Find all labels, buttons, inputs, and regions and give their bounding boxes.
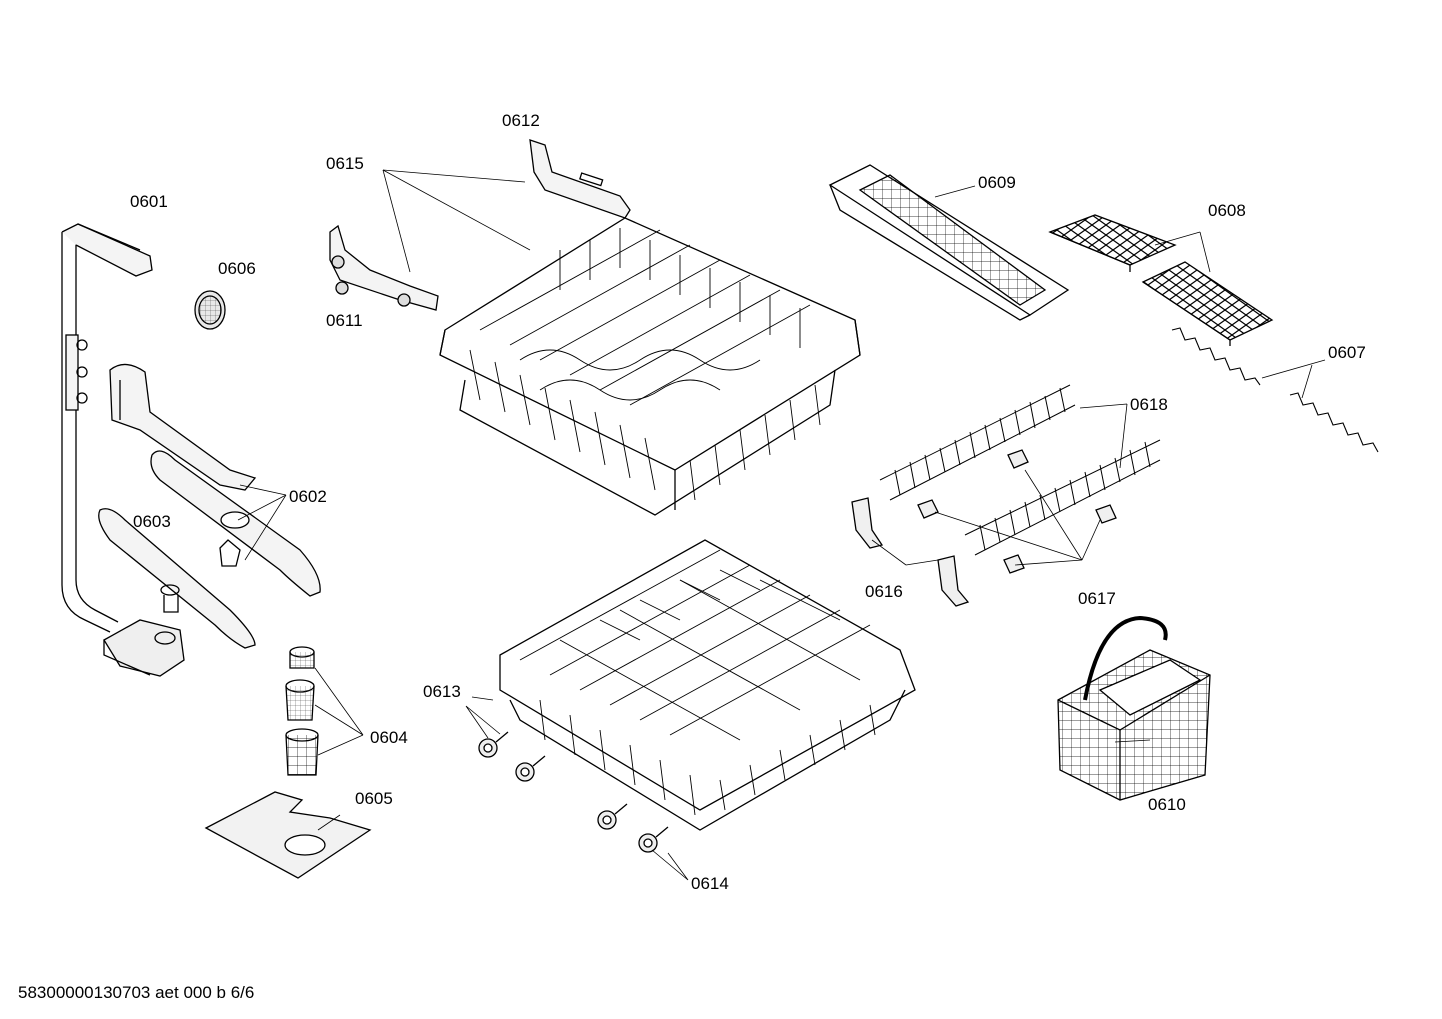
supply-pipe-0601 [61,223,185,677]
upper-spray-arm-0602 [109,363,321,597]
upper-basket [439,217,861,516]
label-0610: 0610 [1148,795,1186,814]
flat-filter-0605 [204,791,372,879]
label-0615: 0615 [326,154,364,173]
tine-rack-0608 [1048,214,1274,346]
label-0618: 0618 [1130,395,1168,414]
label-0609: 0609 [978,173,1016,192]
label-0604: 0604 [370,728,408,747]
label-0614: 0614 [691,874,729,893]
label-0605: 0605 [355,789,393,808]
lower-spray-arm-0603 [98,508,256,649]
label-0611: 0611 [326,311,363,330]
basket-wheels-0613-0614 [478,731,669,853]
label-0606: 0606 [218,259,256,278]
label-0616: 0616 [865,582,903,601]
label-0607: 0607 [1328,343,1366,362]
filter-assembly-0604 [285,646,319,776]
rack-adjuster-0611 [329,224,439,311]
lower-basket [499,539,916,831]
tine-rows-0618 [879,384,1161,556]
label-0602: 0602 [289,487,327,506]
cutlery-tray-0609 [828,164,1070,321]
rack-bracket-0612 [529,139,631,219]
label-0613: 0613 [423,682,461,701]
spray-nozzle-0606 [194,290,226,330]
drawing-code: 58300000130703 aet 000 b 6/6 [18,983,255,1002]
label-0603: 0603 [133,512,171,531]
label-0601: 0601 [130,192,168,211]
label-0612: 0612 [502,111,540,130]
cutlery-basket-0610 [1057,615,1211,801]
label-0608: 0608 [1208,201,1246,220]
clip-strips-0607 [1171,327,1379,453]
leader-lines [237,169,1326,881]
label-0617: 0617 [1078,589,1116,608]
holders-0616-0617 [851,449,1117,607]
